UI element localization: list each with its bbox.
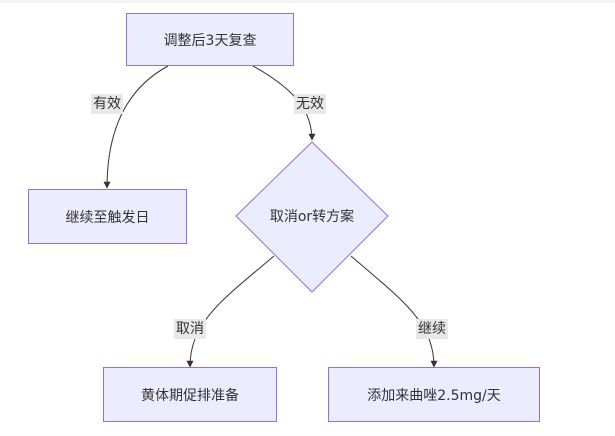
- top-divider: [0, 0, 615, 3]
- edge-label-continue: 继续: [416, 319, 448, 339]
- edge-decision-to-letrozole: [350, 255, 438, 368]
- node-decision-label: 取消or转方案: [269, 209, 355, 225]
- edge-label-effective: 有效: [91, 94, 123, 114]
- edge-label-cancel: 取消: [174, 319, 206, 339]
- node-recheck-label: 调整后3天复查: [163, 32, 257, 49]
- node-recheck[interactable]: 调整后3天复查: [126, 13, 294, 66]
- node-add-letrozole-label: 添加来曲唑2.5mg/天: [367, 387, 501, 404]
- node-luteal-prep[interactable]: 黄体期促排准备: [103, 367, 277, 422]
- edge-label-ineffective: 无效: [294, 94, 326, 114]
- node-add-letrozole[interactable]: 添加来曲唑2.5mg/天: [328, 367, 540, 422]
- node-continue-trigger-label: 继续至触发日: [65, 209, 150, 226]
- node-luteal-prep-label: 黄体期促排准备: [141, 387, 239, 404]
- node-continue-trigger[interactable]: 继续至触发日: [28, 189, 187, 244]
- decision-diamond: [235, 141, 389, 293]
- edge-recheck-to-continue: [103, 65, 169, 189]
- edge-decision-to-luteal: [186, 255, 275, 368]
- node-decision[interactable]: 取消or转方案: [246, 196, 378, 236]
